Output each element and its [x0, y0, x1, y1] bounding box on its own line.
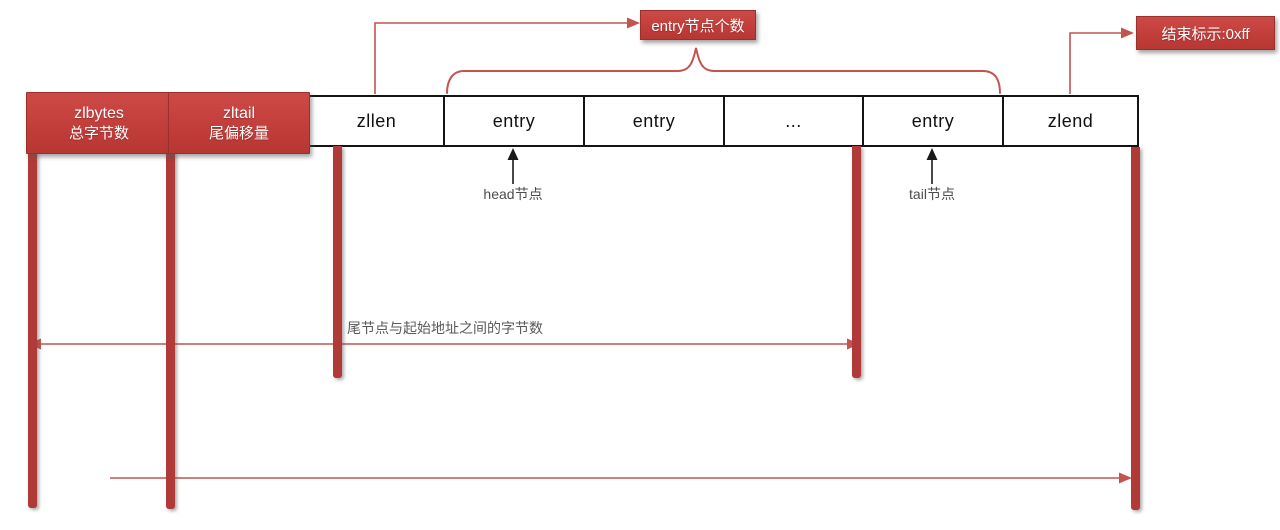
cell-entry-tail: entry	[862, 95, 1004, 147]
cell-ellipsis-label: ...	[785, 110, 802, 131]
field-box-zltail: zltail 尾偏移量	[168, 92, 310, 154]
offset-bar-list-start	[28, 152, 37, 508]
zlbytes-desc-label: 总字节数	[68, 124, 129, 142]
cell-entry-2: entry	[583, 95, 725, 147]
cell-ellipsis: ...	[723, 95, 864, 147]
offset-bar-list-end	[1131, 147, 1140, 510]
entry-count-callout: entry节点个数	[640, 10, 756, 40]
offset-bar-tail-entry	[852, 146, 861, 378]
tail-node-label: tail节点	[909, 186, 955, 202]
cell-entry-1: entry	[443, 95, 585, 147]
head-node-label: head节点	[483, 186, 543, 202]
zllen-callout-arrowhead-icon	[627, 17, 640, 29]
entry-count-callout-label: entry节点个数	[651, 17, 745, 35]
zltail-desc-label: 尾偏移量	[208, 124, 269, 142]
head-pointer-arrowhead-icon	[507, 148, 519, 160]
full-length-arrowhead-icon	[1119, 472, 1132, 484]
end-flag-callout: 结束标示:0xff	[1136, 16, 1275, 50]
zlend-callout-line	[1069, 32, 1121, 94]
tail-pointer-arrowhead-icon	[926, 148, 938, 160]
offset-bar-zltail-start	[166, 153, 175, 509]
zltail-name-label: zltail	[222, 104, 255, 122]
offset-bar-zllen	[333, 146, 342, 378]
zlbytes-name-label: zlbytes	[74, 104, 124, 122]
cell-entry-tail-label: entry	[911, 110, 955, 131]
zllen-callout-line	[374, 22, 627, 94]
cell-entry-2-label: entry	[632, 110, 676, 131]
end-flag-callout-label: 结束标示:0xff	[1161, 25, 1250, 43]
field-box-zlbytes: zlbytes 总字节数	[26, 92, 172, 154]
zlend-callout-arrowhead-icon	[1121, 27, 1134, 39]
cell-zllen-label: zllen	[356, 110, 397, 131]
cell-zlend: zlend	[1002, 95, 1139, 147]
tail-offset-measure-label: 尾节点与起始地址之间的字节数	[347, 320, 543, 336]
cell-zlend-label: zlend	[1047, 110, 1094, 131]
entry-group-brace	[446, 47, 1001, 94]
cell-zllen: zllen	[308, 95, 445, 147]
cell-entry-1-label: entry	[492, 110, 536, 131]
